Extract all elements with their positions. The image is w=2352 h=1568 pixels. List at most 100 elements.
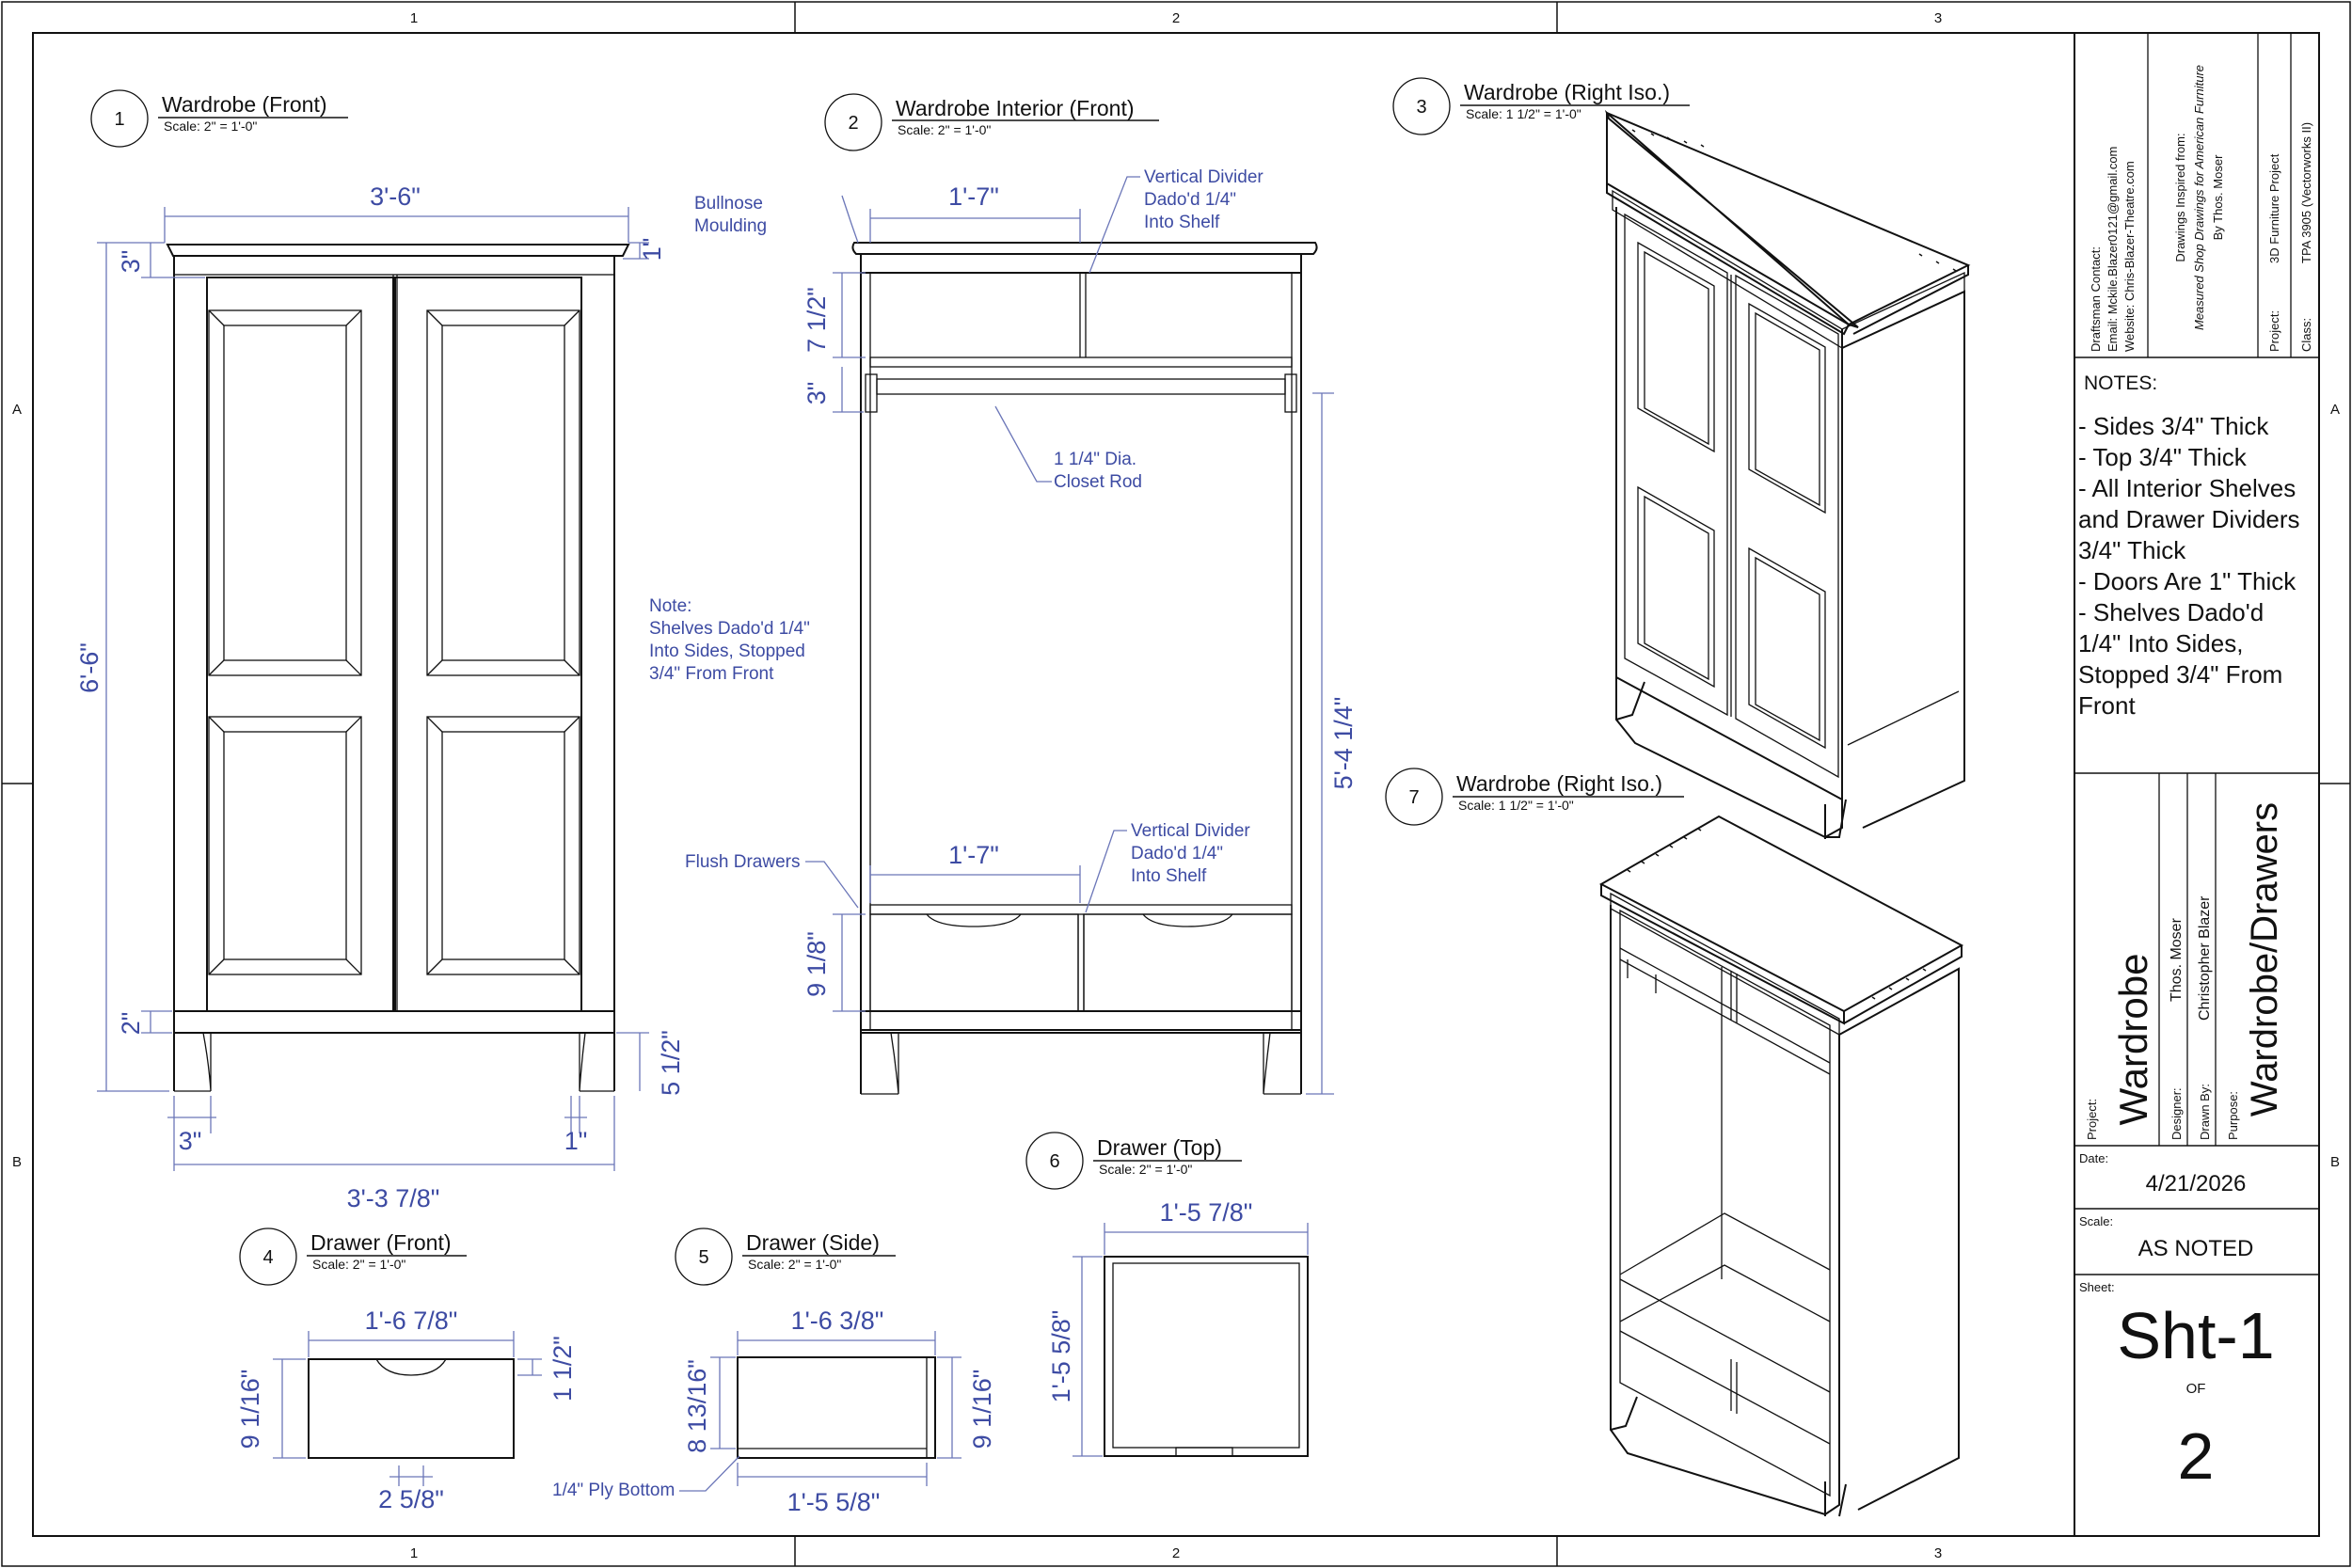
tb-drawn-value: Christopher Blazer	[2197, 895, 2213, 1021]
tb-contact-3: Website: Chris-Blazer-Theatre.com	[2122, 161, 2137, 352]
view-6-label: 6 Drawer (Top) Scale: 2" = 1'-0"	[1025, 1132, 1242, 1190]
dim-d6-height: 1'-5 5/8"	[1047, 1310, 1075, 1403]
dim-front-plinth: 2"	[117, 1012, 145, 1036]
view-1-bubble	[90, 89, 149, 148]
tb-drawn-label: Drawn By:	[2198, 1084, 2212, 1140]
view-2-number: 2	[848, 113, 858, 134]
drawer-top-view	[1104, 1256, 1309, 1457]
callout-bullnose-2: Moulding	[694, 216, 767, 236]
view-5-label: 5 Drawer (Side) Scale: 2" = 1'-0"	[675, 1227, 896, 1286]
tb-inspired-1: Drawings Inspired from:	[2173, 133, 2187, 261]
dado-marks-3	[1631, 129, 1957, 272]
view-6-scale: Scale: 2" = 1'-0"	[1099, 1162, 1192, 1177]
view-6-title: Drawer (Top)	[1097, 1135, 1222, 1160]
title-block	[2074, 32, 2320, 1537]
note-line-3: - All Interior Shelves	[2078, 474, 2296, 502]
drawer-front-view	[308, 1358, 515, 1459]
dim-int-height: 5'-4 1/4"	[1329, 697, 1358, 790]
dim-d4-right: 1 1/2"	[548, 1336, 577, 1402]
callout-shelf-note-2: Shelves Dado'd 1/4"	[649, 619, 810, 639]
view-2-scale: Scale: 2" = 1'-0"	[898, 122, 991, 137]
view-7-scale: Scale: 1 1/2" = 1'-0"	[1458, 798, 1574, 813]
view-2-bubble	[824, 93, 882, 151]
view-5-dimensions: 1'-6 3/8" 8 13/16" 9 1/16" 1'-5 5/8" 1/4…	[552, 1307, 996, 1516]
callout-rod-2: Closet Rod	[1054, 472, 1142, 492]
grid-col-bottom-3: 3	[1934, 1545, 1942, 1561]
callout-flush-drawers: Flush Drawers	[685, 852, 800, 872]
tb-project2-label: Project:	[2085, 1099, 2099, 1140]
tb-scale-value: AS NOTED	[2138, 1236, 2254, 1261]
title-block-notes: NOTES: - Sides 3/4" Thick - Top 3/4" Thi…	[2078, 372, 2300, 720]
grid-row-right-b: B	[2330, 1154, 2340, 1170]
drawer-side-view	[737, 1356, 936, 1459]
grid-row-left-b: B	[12, 1154, 22, 1170]
wardrobe-iso-open	[1598, 815, 1964, 1517]
wardrobe-front-elevation	[166, 244, 630, 1092]
view-3-title: Wardrobe (Right Iso.)	[1464, 80, 1670, 104]
tb-project-value: 3D Furniture Project	[2267, 153, 2281, 263]
tb-date-value: 4/21/2026	[2146, 1171, 2247, 1196]
note-line-5: 3/4" Thick	[2078, 536, 2186, 564]
dim-front-top: 3"	[117, 250, 145, 274]
grid-col-bottom-1: 1	[410, 1545, 418, 1561]
view-7-label: 7 Wardrobe (Right Iso.) Scale: 1 1/2" = …	[1385, 768, 1684, 826]
grid-col-top-3: 3	[1934, 10, 1942, 26]
callout-divider-bot-2: Dado'd 1/4"	[1131, 844, 1223, 863]
view-3-label: 3 Wardrobe (Right Iso.) Scale: 1 1/2" = …	[1392, 77, 1690, 135]
note-line-8: 1/4" Into Sides,	[2078, 629, 2243, 657]
dim-front-base-width: 3'-3 7/8"	[347, 1184, 440, 1212]
view-4-scale: Scale: 2" = 1'-0"	[312, 1257, 405, 1272]
view-4-label: 4 Drawer (Front) Scale: 2" = 1'-0"	[239, 1227, 467, 1286]
callout-divider-bot-3: Into Shelf	[1131, 866, 1207, 886]
view-4-number: 4	[262, 1247, 273, 1268]
callout-bullnose-1: Bullnose	[694, 194, 763, 214]
note-line-4: and Drawer Dividers	[2078, 505, 2300, 533]
view-4-dimensions: 1'-6 7/8" 9 1/16" 1 1/2" 2 5/8"	[236, 1307, 577, 1513]
tb-purpose-label: Purpose:	[2226, 1091, 2240, 1140]
tb-scale-label: Scale:	[2079, 1214, 2113, 1228]
tb-of-label: OF	[2186, 1381, 2206, 1397]
callout-divider-top-2: Dado'd 1/4"	[1144, 190, 1236, 210]
tb-designer-label: Designer:	[2169, 1087, 2184, 1140]
view-4-bubble	[239, 1227, 297, 1286]
tb-class-value: TPA 3905 (Vectorworks II)	[2299, 122, 2313, 263]
note-line-1: - Sides 3/4" Thick	[2078, 412, 2269, 440]
view-3-number: 3	[1416, 97, 1426, 118]
wardrobe-iso-closed	[1604, 109, 1971, 839]
view-5-number: 5	[698, 1247, 708, 1268]
tb-contact-1: Draftsman Contact:	[2089, 246, 2103, 352]
tb-sheet-value: Sht-1	[2117, 1299, 2274, 1372]
dim-front-top-right: 1"	[638, 238, 666, 261]
view-1-scale: Scale: 2" = 1'-0"	[164, 119, 257, 134]
view-5-scale: Scale: 2" = 1'-0"	[748, 1257, 841, 1272]
tb-designer-value: Thos. Moser	[2169, 917, 2185, 1002]
dim-d5-top: 1'-6 3/8"	[791, 1307, 884, 1335]
view-3-scale: Scale: 1 1/2" = 1'-0"	[1466, 106, 1581, 121]
view-7-title: Wardrobe (Right Iso.)	[1456, 771, 1662, 796]
callout-shelf-note-1: Note:	[649, 596, 691, 616]
view-5-title: Drawer (Side)	[746, 1230, 880, 1255]
view-1-number: 1	[114, 109, 124, 130]
dim-d5-right: 9 1/16"	[968, 1370, 996, 1449]
callout-shelf-note-3: Into Sides, Stopped	[649, 641, 805, 661]
dim-int-rod: 3"	[803, 382, 831, 405]
tb-inspired-3: By Thos. Moser	[2211, 154, 2225, 240]
dim-d6-width: 1'-5 7/8"	[1160, 1198, 1253, 1227]
view-6-bubble	[1025, 1132, 1084, 1190]
tb-project2-value: Wardrobe	[2111, 954, 2155, 1126]
grid-col-top-1: 1	[410, 10, 418, 26]
dim-front-height: 6'-6"	[75, 642, 103, 693]
tb-sheet-label: Sheet:	[2079, 1280, 2115, 1294]
note-line-10: Front	[2078, 691, 2136, 720]
dim-d4-height: 9 1/16"	[236, 1370, 264, 1449]
view-4-title: Drawer (Front)	[310, 1230, 452, 1255]
callout-rod-1: 1 1/4" Dia.	[1054, 450, 1136, 469]
dim-int-upper: 7 1/2"	[803, 287, 831, 353]
view-1-label: 1 Wardrobe (Front) Scale: 2" = 1'-0"	[90, 89, 348, 148]
callout-divider-top-1: Vertical Divider	[1144, 167, 1263, 187]
callout-divider-top-3: Into Shelf	[1144, 213, 1220, 232]
wardrobe-interior-elevation	[851, 242, 1318, 1095]
view-2-label: 2 Wardrobe Interior (Front) Scale: 2" = …	[824, 93, 1159, 151]
view-6-number: 6	[1049, 1151, 1059, 1172]
